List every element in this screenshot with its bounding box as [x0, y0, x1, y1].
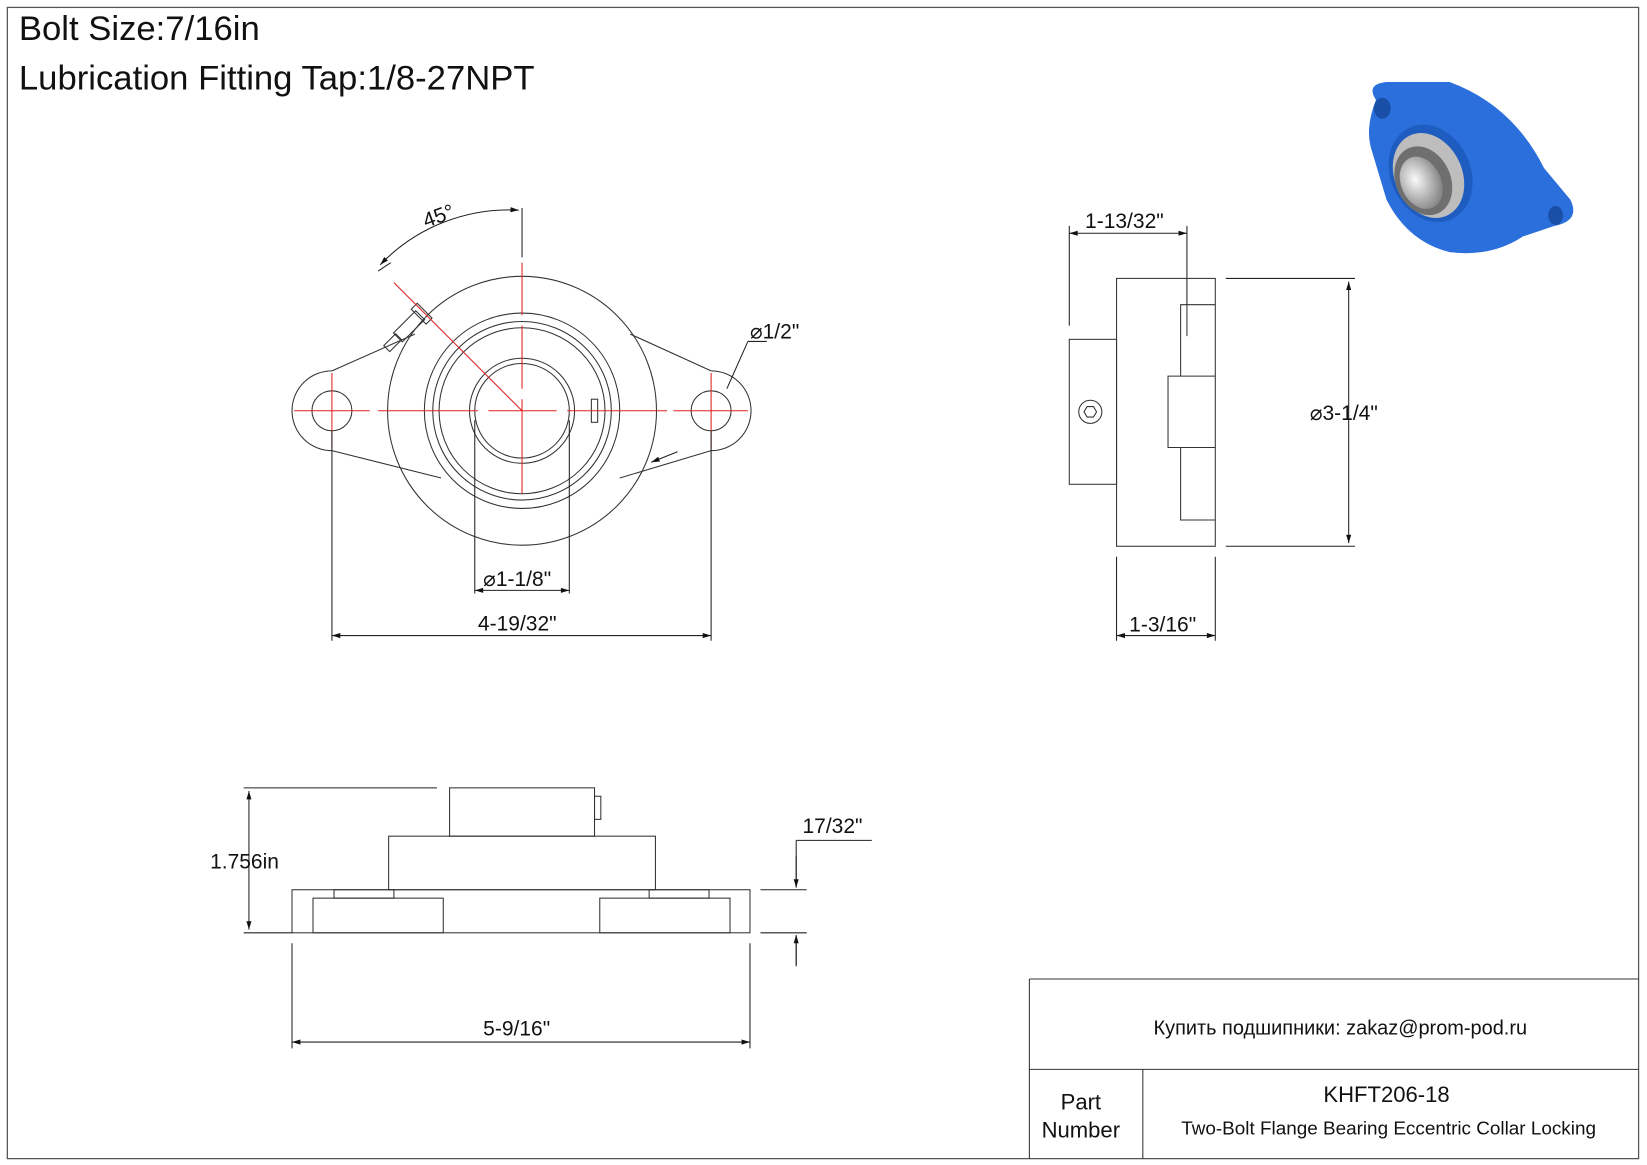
part-description: Two-Bolt Flange Bearing Eccentric Collar… — [1181, 1118, 1596, 1139]
title-block: Купить подшипники: zakaz@prom-pod.ru Par… — [1028, 978, 1639, 1159]
housing-diameter-dimension: ⌀3-1/4" — [1310, 402, 1378, 425]
angle-dimension: 45° — [420, 200, 458, 232]
bolt-spacing-dimension: 4-19/32" — [478, 612, 557, 635]
overall-length-dimension: 5-9/16" — [483, 1018, 550, 1041]
front-view: 45° ⌀1/2" ⌀1-1/8" 4-19/32" — [291, 200, 799, 641]
contact-text: Купить подшипники: zakaz@prom-pod.ru — [1153, 1018, 1527, 1040]
part-number: KHFT206-18 — [1323, 1082, 1449, 1107]
bolt-size-label: Bolt Size:7/16in — [19, 10, 260, 48]
side-view: 1-13/32" ⌀3-1/4" 1-3/16" — [1068, 210, 1378, 641]
height-dimension: 1.756in — [210, 851, 279, 874]
bearing-3d-render — [1368, 81, 1574, 254]
overall-width-dimension: 1-13/32" — [1085, 210, 1164, 233]
bore-diameter-dimension: ⌀1-1/8" — [483, 568, 551, 591]
part-label-line1: Part — [1061, 1089, 1101, 1114]
grease-fitting — [383, 302, 433, 353]
flange-thickness-dimension: 17/32" — [802, 815, 862, 838]
lubrication-label: Lubrication Fitting Tap:1/8-27NPT — [19, 59, 535, 97]
housing-width-dimension: 1-3/16" — [1129, 613, 1196, 636]
sheet-border — [6, 6, 1640, 1160]
bolt-hole-diameter-dimension: ⌀1/2" — [750, 320, 799, 343]
part-label-line2: Number — [1042, 1118, 1120, 1143]
bottom-view: 1.756in 17/32" 5-9/16" — [210, 787, 872, 1049]
